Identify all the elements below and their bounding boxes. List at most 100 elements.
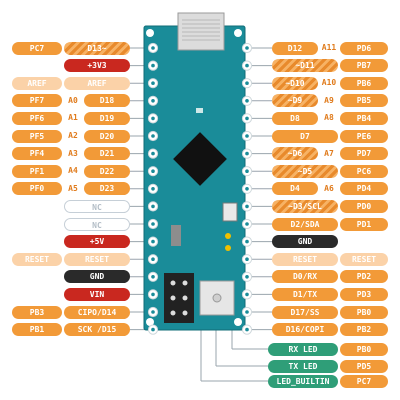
- pin-name-tag: ~D5: [272, 164, 338, 178]
- header-pin-hole: [245, 222, 249, 226]
- pin-name-tag: D19: [84, 111, 130, 125]
- header-pin-hole: [151, 169, 155, 173]
- port-tag: PF5: [12, 129, 62, 143]
- pin-name-tag: RESET: [272, 252, 338, 266]
- port-tag: PB4: [340, 111, 388, 125]
- header-pin-hole: [151, 151, 155, 156]
- port-tag: PD0: [340, 199, 388, 213]
- header-pin-hole: [151, 275, 155, 279]
- port-tag: PB5: [340, 94, 388, 108]
- header-pin-hole: [245, 239, 249, 244]
- port-tag: AREF: [12, 76, 62, 90]
- header-pin-hole: [245, 116, 249, 121]
- port-tag: PB1: [12, 323, 62, 337]
- header-pin-hole: [245, 204, 249, 209]
- mount-hole: [234, 318, 242, 326]
- header-pin-hole: [151, 116, 155, 121]
- port-tag: RESET: [340, 252, 388, 266]
- port-tag: PB0: [340, 305, 388, 319]
- mount-hole: [146, 318, 154, 326]
- analog-tag: A5: [64, 183, 82, 194]
- header-pin-hole: [245, 275, 249, 279]
- reset-button: [222, 202, 238, 222]
- pin-name-tag: ~D11: [272, 59, 338, 73]
- status-led: [225, 245, 231, 251]
- analog-tag: A0: [64, 95, 82, 106]
- header-pin-hole: [245, 46, 249, 50]
- header-pin-hole: [151, 239, 155, 244]
- led-label: LED_BUILTIN: [268, 374, 338, 388]
- pin-name-tag: RESET: [64, 252, 130, 266]
- header-pin-hole: [151, 46, 155, 50]
- pin-name-tag: ~D3/SCL: [272, 199, 338, 213]
- port-tag: PB0: [340, 342, 388, 356]
- pin-name-tag: VIN: [64, 287, 130, 301]
- led-component: [196, 108, 203, 113]
- pin-name-tag: CIPO/D14: [64, 305, 130, 319]
- pin-name-tag: +3V3: [64, 59, 130, 73]
- usb-ridges: [182, 19, 220, 41]
- analog-tag: A4: [64, 166, 82, 177]
- pin-name-tag: D8: [272, 111, 318, 125]
- pin-name-tag: D17/SS: [272, 305, 338, 319]
- pin-name-tag: D0/RX: [272, 270, 338, 284]
- pin-name-tag: D7: [272, 129, 338, 143]
- header-pin-hole: [151, 292, 155, 297]
- pin-name-tag: D23: [84, 182, 130, 196]
- port-tag: RESET: [12, 252, 62, 266]
- header-pin-hole: [151, 134, 155, 138]
- pin-name-tag: D1/TX: [272, 287, 338, 301]
- pin-name-tag: D4: [272, 182, 318, 196]
- icsp-pins: [170, 280, 188, 316]
- port-tag: PF7: [12, 94, 62, 108]
- header-pins: [147, 42, 253, 335]
- mount-hole: [234, 29, 242, 37]
- port-tag: PC7: [340, 374, 388, 388]
- port-tag: PD6: [340, 41, 388, 55]
- analog-tag: A6: [320, 183, 338, 194]
- pin-name-tag: D18: [84, 94, 130, 108]
- microcontroller-chip: [173, 132, 227, 186]
- header-pin-hole: [151, 310, 155, 314]
- header-pin-hole: [245, 151, 249, 156]
- pin-name-tag: D20: [84, 129, 130, 143]
- header-pin-hole: [245, 134, 249, 138]
- led-label: RX LED: [268, 342, 338, 356]
- port-tag: PD5: [340, 359, 388, 373]
- header-pin-hole: [245, 292, 249, 297]
- icsp-header: [164, 273, 194, 323]
- header-pin-hole: [151, 204, 155, 209]
- port-tag: PD1: [340, 217, 388, 231]
- led-label: TX LED: [268, 359, 338, 373]
- port-tag: PB6: [340, 76, 388, 90]
- port-tag: PF6: [12, 111, 62, 125]
- pin-name-tag: AREF: [64, 76, 130, 90]
- port-tag: PC7: [12, 41, 62, 55]
- analog-tag: A8: [320, 113, 338, 124]
- analog-tag: A2: [64, 131, 82, 141]
- header-pin-hole: [151, 222, 155, 226]
- header-pin-hole: [245, 63, 249, 68]
- header-pin-hole: [245, 257, 249, 262]
- header-pin-hole: [245, 99, 249, 103]
- port-tag: PB3: [12, 305, 62, 319]
- header-pin-hole: [245, 310, 249, 314]
- port-tag: PD3: [340, 287, 388, 301]
- analog-tag: A9: [320, 95, 338, 106]
- pin-name-tag: D16/COPI: [272, 323, 338, 337]
- status-led: [225, 233, 231, 239]
- mount-hole: [146, 29, 154, 37]
- header-pin-hole: [151, 187, 155, 191]
- pin-name-tag: +5V: [64, 235, 130, 249]
- pin-name-tag: NC: [64, 199, 130, 213]
- pin-name-tag: D21: [84, 147, 130, 161]
- header-pin-hole: [151, 257, 155, 262]
- header-pin-hole: [245, 327, 249, 332]
- analog-tag: A11: [320, 43, 338, 53]
- pin-name-tag: SCK /D15: [64, 323, 130, 337]
- crystal: [171, 225, 181, 246]
- pin-name-tag: GND: [64, 270, 130, 284]
- analog-tag: A10: [320, 78, 338, 89]
- port-tag: PF1: [12, 164, 62, 178]
